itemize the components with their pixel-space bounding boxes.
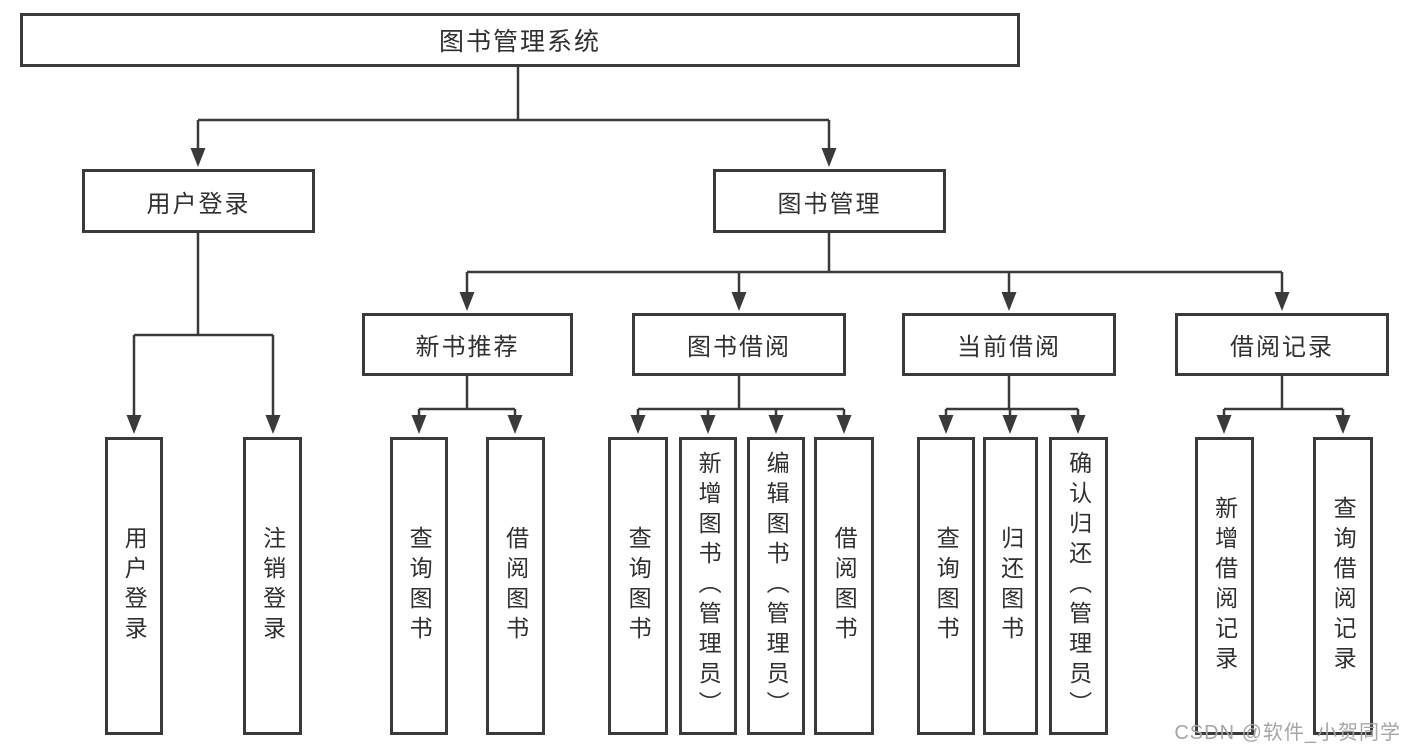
node-new-book-recommend-label: 新书推荐 <box>415 334 520 361</box>
leaf-logout-label: 注销登录 <box>259 526 286 646</box>
node-current-borrowing: 当前借阅 <box>902 313 1116 376</box>
leaf-edit-books-admin: 编辑图书（管理员） <box>747 437 805 735</box>
leaf-search-borrow-record: 查询借阅记录 <box>1313 437 1373 735</box>
node-library-system: 图书管理系统 <box>20 13 1020 67</box>
wire-new-books <box>417 376 517 416</box>
leaf-borrow-books-borrowing: 借阅图书 <box>814 437 874 735</box>
leaf-logout: 注销登录 <box>243 437 302 735</box>
node-book-borrowing-label: 图书借阅 <box>687 334 791 361</box>
arrowheads <box>126 148 1351 434</box>
wire-user-login <box>132 233 275 416</box>
node-current-borrowing-label: 当前借阅 <box>957 334 1061 361</box>
leaf-return-books-label: 归还图书 <box>997 526 1024 646</box>
node-user-login-label: 用户登录 <box>146 190 251 218</box>
leaf-confirm-return-admin-label: 确认归还（管理员） <box>1065 451 1092 721</box>
leaf-confirm-return-admin: 确认归还（管理员） <box>1049 437 1108 735</box>
node-new-book-recommend: 新书推荐 <box>362 313 573 376</box>
node-library-system-label: 图书管理系统 <box>438 28 601 56</box>
leaf-user-login: 用户登录 <box>105 437 163 735</box>
node-book-management: 图书管理 <box>713 169 946 233</box>
leaf-search-books-current: 查询图书 <box>917 437 975 735</box>
node-book-borrowing: 图书借阅 <box>632 313 846 376</box>
leaf-search-books-recommend-label: 查询图书 <box>406 526 433 646</box>
leaf-edit-books-admin-label: 编辑图书（管理员） <box>763 451 790 721</box>
leaf-borrow-books-borrowing-label: 借阅图书 <box>831 526 858 646</box>
leaf-search-books-borrowing-label: 查询图书 <box>625 526 652 646</box>
node-borrow-records-label: 借阅记录 <box>1230 334 1334 361</box>
wire-book-borrow <box>636 376 846 416</box>
leaf-return-books: 归还图书 <box>983 437 1038 735</box>
leaf-add-borrow-record-label: 新增借阅记录 <box>1211 496 1238 676</box>
wire-book-mgmt <box>465 233 1284 294</box>
leaf-search-borrow-record-label: 查询借阅记录 <box>1330 496 1357 676</box>
leaf-add-books-admin: 新增图书（管理员） <box>679 437 737 735</box>
wire-root <box>196 67 831 149</box>
leaf-borrow-books-recommend-label: 借阅图书 <box>502 526 529 646</box>
leaf-search-books-borrowing: 查询图书 <box>608 437 668 735</box>
leaf-search-books-recommend: 查询图书 <box>390 437 448 735</box>
node-book-management-label: 图书管理 <box>777 190 882 218</box>
leaf-user-login-label: 用户登录 <box>121 526 148 646</box>
node-user-login: 用户登录 <box>82 169 315 233</box>
node-borrow-records: 借阅记录 <box>1175 313 1389 376</box>
leaf-borrow-books-recommend: 借阅图书 <box>486 437 545 735</box>
wire-borrow-records <box>1222 376 1345 416</box>
leaf-add-borrow-record: 新增借阅记录 <box>1195 437 1254 735</box>
wire-current-borrow <box>944 376 1080 416</box>
leaf-add-books-admin-label: 新增图书（管理员） <box>695 451 722 721</box>
leaf-search-books-current-label: 查询图书 <box>933 526 960 646</box>
csdn-watermark: CSDN @软件_小贺同学 <box>1174 722 1401 744</box>
